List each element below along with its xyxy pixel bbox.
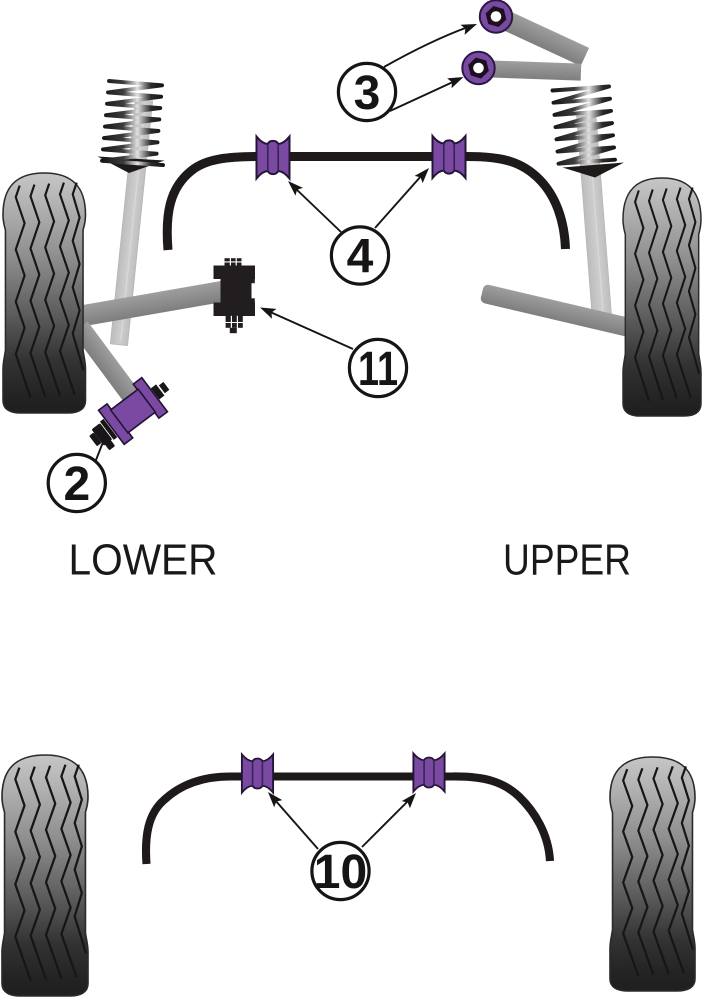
front-right-lower-arm [480,284,655,342]
front-arb-bushing-left [255,135,291,180]
front-right-spring-seat [562,162,624,178]
leader-arrowheads [257,18,480,809]
callout-10: 10 [310,840,371,902]
callout-11: 11 [347,337,409,399]
callout-3-number: 3 [354,67,381,120]
callout-10-number: 10 [314,846,367,899]
front-left-coil-spring [97,79,165,173]
label-lower: LOWER [69,536,218,585]
front-left-tire [1,171,87,415]
rear-right-tire [608,755,697,993]
leader-lines [95,26,469,850]
front-right-coil-spring [550,84,624,178]
upper-arm-bushing-2 [461,50,496,86]
front-lower-arm-bushing [89,376,170,450]
callout-4: 4 [329,225,391,286]
callout-2: 2 [46,452,108,514]
engine-mount-bracket [213,257,255,334]
rear-left-tire [0,753,90,998]
rear-arb-bushing-left [240,753,275,794]
front-right-tire [621,176,703,418]
front-left-lower-arm [56,281,225,331]
label-upper: UPPER [503,536,631,585]
front-upper-arm-1 [500,10,590,66]
front-upper-arm-2 [491,60,582,81]
upper-arm-bushing-1 [478,0,514,34]
rear-arb-bushing-right [412,752,446,793]
callout-3: 3 [336,61,398,123]
front-arb-bushing-right [431,135,467,179]
callout-11-number: 11 [358,343,398,396]
callout-4-number: 4 [347,231,374,284]
callout-2-number: 2 [63,458,90,511]
rear-anti-roll-bar [141,772,555,865]
front-left-arm-rear-leg [72,321,144,408]
